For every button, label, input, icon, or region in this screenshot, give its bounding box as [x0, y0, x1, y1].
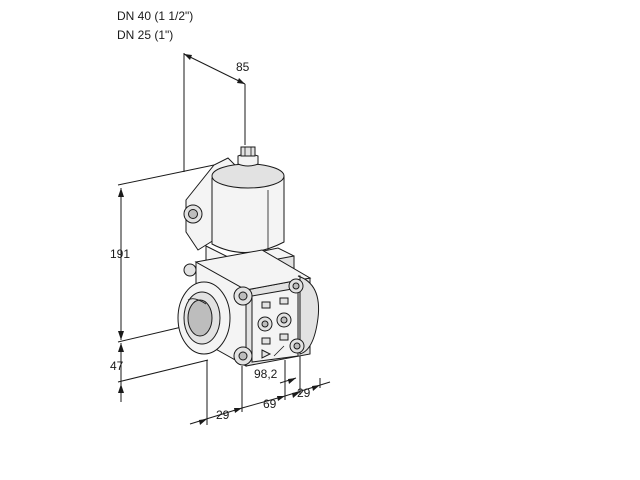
dimension-label-height-base: 47 — [110, 359, 124, 373]
dimension-line-width-right — [279, 354, 331, 398]
dimension-label-width-top: 85 — [236, 60, 250, 74]
dimension-line-height-total — [117, 164, 215, 343]
dimension-label-height-total: 191 — [110, 247, 131, 261]
dimension-line-height-base — [117, 343, 209, 402]
size-label-dn40: DN 40 (1 1/2") — [117, 9, 194, 23]
dimension-label-depth-left: 29 — [216, 408, 230, 422]
dimension-line-depth-left — [189, 360, 243, 425]
valve-body — [177, 146, 320, 367]
dimension-line-width-top — [183, 53, 246, 172]
dimension-line-width-front — [241, 360, 286, 412]
size-label-dn25: DN 25 (1") — [117, 28, 174, 42]
dimension-label-width-front: 69 — [263, 397, 277, 411]
dimension-label-port-offset: 98,2 — [254, 367, 278, 381]
